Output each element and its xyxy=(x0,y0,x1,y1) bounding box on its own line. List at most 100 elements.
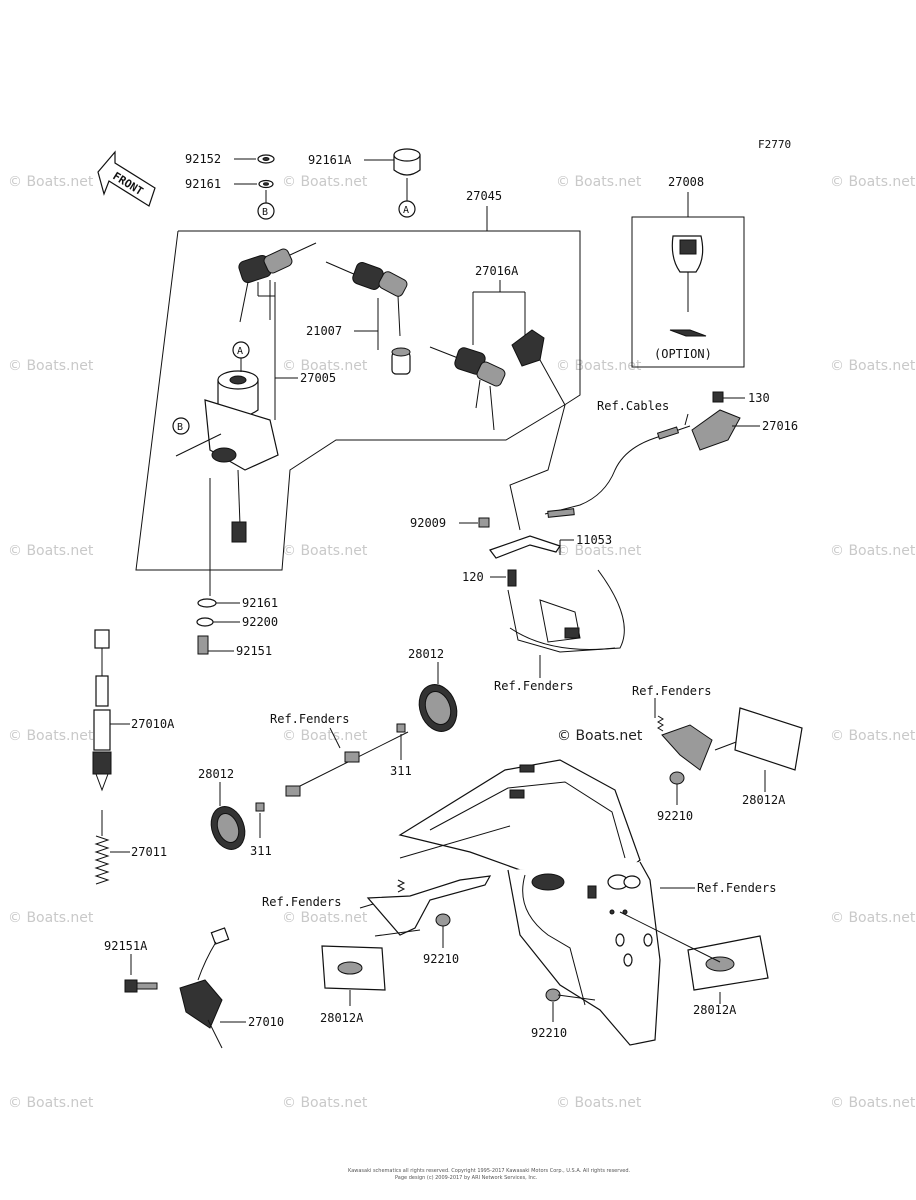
option-label: (OPTION) xyxy=(654,347,712,361)
part-label-28012-top: 28012 xyxy=(408,647,444,661)
part-label-28012A-right: 28012A xyxy=(742,793,786,807)
bolt-92151-icon xyxy=(197,635,209,655)
watermark: © Boats.net xyxy=(8,543,94,559)
watermark: © Boats.net xyxy=(8,358,94,374)
part-label-311-left: 311 xyxy=(250,844,272,858)
switch-27010A-icon xyxy=(92,629,112,792)
license-bracket-icon xyxy=(657,715,713,771)
watermark: © Boats.net xyxy=(556,358,642,374)
keys-left-icon xyxy=(238,242,317,323)
watermarks: © Boats.net © Boats.net © Boats.net © Bo… xyxy=(8,174,916,1111)
part-label-92210-c: 92210 xyxy=(531,1026,567,1040)
watermark: © Boats.net xyxy=(830,174,916,190)
part-label-27008: 27008 xyxy=(668,175,704,189)
keys-right-icon xyxy=(429,346,506,431)
part-label-92210-b: 92210 xyxy=(423,952,459,966)
ref-fenders-upper-right: Ref.Fenders xyxy=(632,684,711,698)
seat-lock-icon xyxy=(511,329,545,367)
turn-signal-bracket-icon xyxy=(366,825,511,936)
washer-92152-icon xyxy=(257,154,275,164)
bracket-11053-icon xyxy=(489,535,561,559)
copyright-line-1: Kawasaki schematics all rights reserved.… xyxy=(348,1168,631,1174)
part-label-21007: 21007 xyxy=(306,324,342,338)
watermark: © Boats.net xyxy=(8,728,94,744)
part-label-92151A: 92151A xyxy=(104,939,148,953)
watermark: © Boats.net xyxy=(8,174,94,190)
watermark: © Boats.net xyxy=(556,174,642,190)
rear-fender-icon xyxy=(398,759,661,1046)
washer-92200-icon xyxy=(196,617,214,627)
watermark: © Boats.net xyxy=(830,910,916,926)
plug-21007-icon xyxy=(391,347,411,375)
part-label-92161-mid: 92161 xyxy=(242,596,278,610)
callout-b-circle xyxy=(172,417,190,435)
part-label-92151: 92151 xyxy=(236,644,272,658)
spring-27011-icon xyxy=(94,810,110,885)
reflector-28012A-bottom-icon xyxy=(687,935,769,991)
nut-92210-icon xyxy=(435,913,451,927)
callout-a-circle xyxy=(398,200,416,218)
part-label-92200: 92200 xyxy=(242,615,278,629)
watermark: © Boats.net xyxy=(830,358,916,374)
watermark: © Boats.net xyxy=(830,1095,916,1111)
part-label-27010: 27010 xyxy=(248,1015,284,1029)
watermark: © Boats.net xyxy=(830,728,916,744)
part-label-92161A: 92161A xyxy=(308,153,352,167)
part-label-27016A: 27016A xyxy=(475,264,519,278)
bolt-92151A-icon xyxy=(124,979,158,993)
callout-a: A xyxy=(237,346,243,357)
part-label-27010A: 27010A xyxy=(131,717,175,731)
set-outline-27045 xyxy=(135,230,581,571)
stud-icon xyxy=(285,785,301,797)
front-fender-ref-icon xyxy=(507,569,625,653)
watermark: © Boats.net xyxy=(556,1095,642,1111)
part-label-27005: 27005 xyxy=(300,371,336,385)
part-label-27045: 27045 xyxy=(466,189,502,203)
nut-311-icon xyxy=(396,723,406,733)
option-key-icon xyxy=(669,235,707,337)
callout-b-circle xyxy=(257,202,275,220)
part-label-92152: 92152 xyxy=(185,152,221,166)
part-label-11053: 11053 xyxy=(576,533,612,547)
reflector-28012-left-icon xyxy=(210,806,246,850)
part-label-27011: 27011 xyxy=(131,845,167,859)
callout-b: B xyxy=(262,207,268,218)
keys-middle-icon xyxy=(325,261,408,337)
watermark: © Boats.net xyxy=(830,543,916,559)
stud-icon xyxy=(344,751,360,763)
reflector-28012-icon xyxy=(418,684,458,732)
watermark: © Boats.net xyxy=(8,910,94,926)
part-label-120: 120 xyxy=(462,570,484,584)
ignition-switch-27005-icon xyxy=(204,370,279,543)
reflector-28012A-right-icon xyxy=(734,707,803,771)
switch-27010-icon xyxy=(179,927,230,1049)
front-arrow-icon: FRONT xyxy=(97,150,156,207)
part-label-92009: 92009 xyxy=(410,516,446,530)
watermark: © Boats.net xyxy=(282,543,368,559)
washer-92161-icon xyxy=(258,179,274,189)
figure-code: F2770 xyxy=(758,138,791,151)
watermark: © Boats.net xyxy=(282,1095,368,1111)
part-label-311-right: 311 xyxy=(390,764,412,778)
ref-fenders-center: Ref.Fenders xyxy=(494,679,573,693)
option-key-box xyxy=(631,216,745,368)
reflector-28012A-left-icon xyxy=(321,945,386,991)
watermark: © Boats.net xyxy=(282,174,368,190)
bolt-120-icon xyxy=(507,569,517,587)
watermark: © Boats.net xyxy=(8,1095,94,1111)
part-label-92210-a: 92210 xyxy=(657,809,693,823)
cable-icon xyxy=(544,425,691,518)
ref-fenders-mid-left: Ref.Fenders xyxy=(270,712,349,726)
part-label-130: 130 xyxy=(748,391,770,405)
watermark: © Boats.net xyxy=(282,358,368,374)
part-label-28012-left: 28012 xyxy=(198,767,234,781)
watermark: © Boats.net xyxy=(556,543,642,559)
nut-92210-icon xyxy=(545,988,561,1002)
nut-92210-icon xyxy=(669,771,685,785)
washer-92161-icon xyxy=(197,598,217,608)
ref-cables-label: Ref.Cables xyxy=(597,399,669,413)
part-label-28012A-bottom: 28012A xyxy=(693,1003,737,1017)
watermark: © Boats.net xyxy=(282,910,368,926)
cap-92161A-icon xyxy=(393,148,421,176)
